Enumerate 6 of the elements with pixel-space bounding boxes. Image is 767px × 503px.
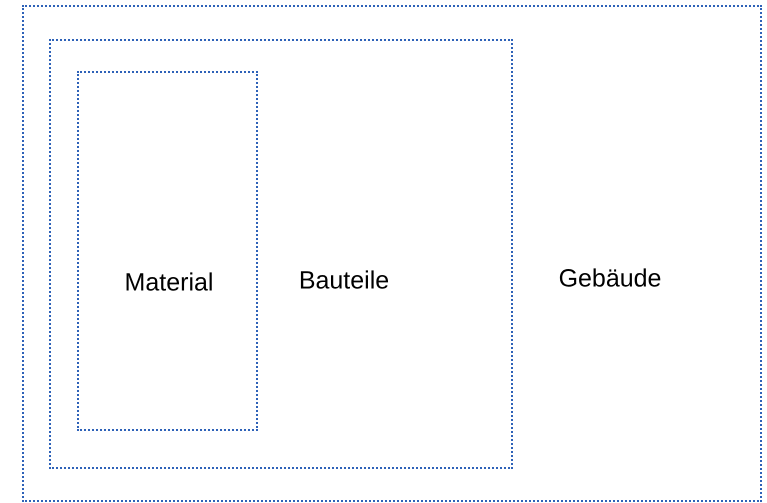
dotted-frame	[22, 5, 762, 502]
frame-label: Bauteile	[298, 265, 390, 296]
frame-label: Material	[124, 267, 214, 298]
frame-label: Gebäude	[558, 263, 662, 294]
dotted-frame	[77, 71, 258, 431]
dotted-frame	[49, 39, 513, 469]
